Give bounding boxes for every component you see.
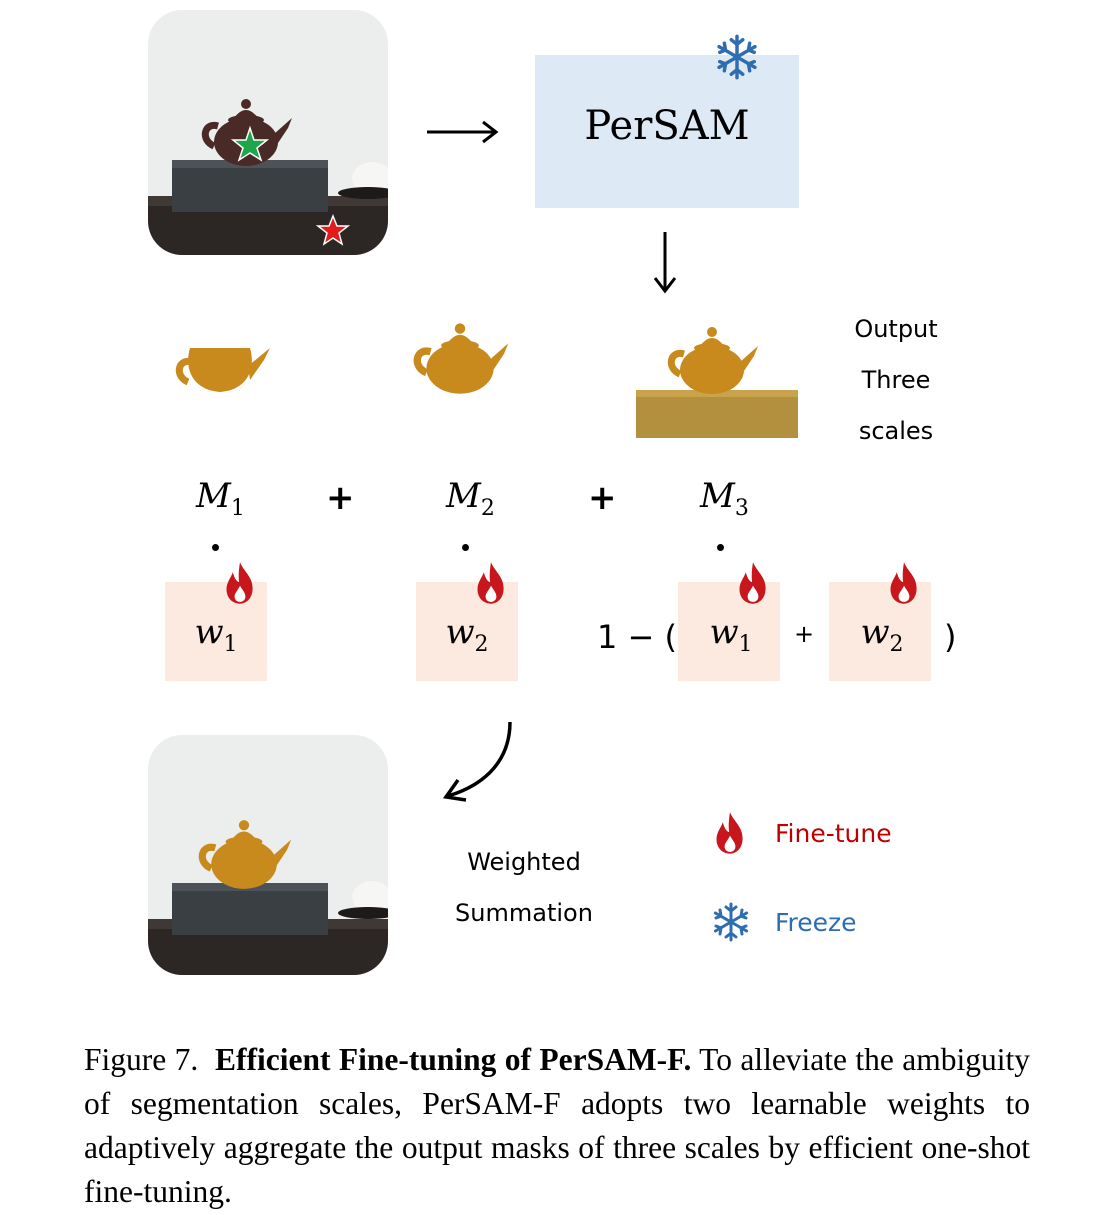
legend-flame-icon [712, 810, 748, 856]
third-weight-plus: + [794, 620, 815, 648]
scales-label: scales [858, 417, 934, 445]
curved-arrow [442, 721, 512, 802]
multiply-dot-2 [462, 544, 469, 551]
multiply-dot-3 [717, 544, 724, 551]
weight-symbol-4: w2 [860, 612, 904, 657]
plus-1: + [326, 478, 355, 518]
output-label: Output [854, 315, 938, 343]
weight-symbol-1: w1 [194, 612, 238, 657]
weighted-label: Weighted [467, 848, 581, 876]
multiply-dot-1 [212, 544, 219, 551]
output-photo [148, 735, 388, 975]
weight-symbol-3: w1 [709, 612, 753, 657]
caption-body: To alleviate the ambiguity of segmentati… [84, 1042, 1030, 1209]
mask-symbol-3: M3 [700, 476, 749, 521]
weight-box-2 [416, 582, 518, 681]
weight-box-4 [829, 582, 931, 681]
flame-icon [735, 560, 771, 606]
mask-symbol-2: M2 [446, 476, 495, 521]
flame-icon [222, 560, 258, 606]
mask-symbol-1: M1 [196, 476, 245, 521]
three-label: Three [861, 366, 931, 394]
third-weight-prefix: 1 − ( [597, 618, 677, 656]
arrow-right [427, 120, 499, 144]
flame-icon [473, 560, 509, 606]
weight-box-3 [678, 582, 780, 681]
summation-label: Summation [455, 899, 593, 927]
legend-finetune-label: Fine-tune [775, 819, 892, 848]
plus-2: + [588, 478, 617, 518]
figure-caption: Figure 7. Efficient Fine-tuning of PerSA… [84, 1038, 1030, 1214]
mask-1-image [175, 348, 270, 392]
flame-icon [886, 560, 922, 606]
legend-freeze-label: Freeze [775, 908, 857, 937]
arrow-down [653, 232, 677, 294]
persam-label: PerSAM [584, 103, 750, 149]
weight-box-1 [165, 582, 267, 681]
persam-block [535, 55, 799, 208]
figure-number: Figure 7. [84, 1042, 199, 1077]
third-weight-suffix: ) [944, 618, 957, 656]
weight-symbol-2: w2 [445, 612, 489, 657]
mask-2-image [406, 316, 514, 400]
mask-3-image [636, 316, 798, 438]
figure-title: Efficient Fine-tuning of PerSAM-F. [215, 1042, 692, 1077]
legend-snowflake-icon [711, 902, 751, 942]
snowflake-icon [714, 34, 760, 80]
input-photo [148, 10, 388, 255]
